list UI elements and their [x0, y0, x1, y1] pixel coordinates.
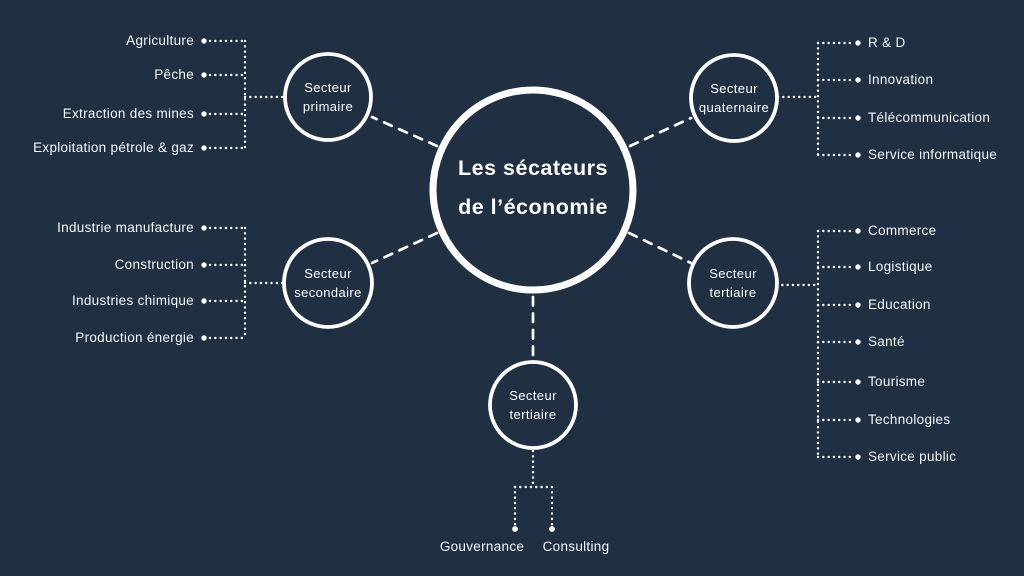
label-line: tertiaire	[709, 285, 757, 300]
label-line: Secteur	[509, 388, 557, 403]
connector-secondaire	[370, 231, 439, 265]
connectors	[370, 115, 693, 360]
bullet	[201, 111, 207, 117]
bullet	[549, 526, 555, 532]
label-line: primaire	[302, 99, 354, 114]
bullet	[855, 115, 861, 121]
bullet	[855, 264, 861, 270]
label-secteur-secondaire: Secteur secondaire	[294, 264, 362, 302]
label-line: tertiaire	[509, 407, 557, 422]
bullet	[201, 72, 207, 78]
item-logistique: Logistique	[868, 259, 933, 274]
connector-tertiaire-right	[627, 231, 693, 265]
bullet	[201, 298, 207, 304]
bullet	[855, 417, 861, 423]
bracket-primaire	[201, 38, 286, 151]
item-service-informatique: Service informatique	[868, 147, 998, 162]
circle-primaire	[283, 52, 373, 142]
connector-primaire	[370, 115, 439, 148]
central-circle	[429, 86, 637, 294]
circle-quaternaire	[689, 53, 779, 143]
bracket-quaternaire	[776, 40, 861, 158]
item-service-public: Service public	[868, 449, 957, 464]
bracket-tertiaire	[775, 228, 861, 460]
item-r-et-d: R & D	[868, 35, 906, 50]
bullet	[855, 339, 861, 345]
label-secteur-primaire: Secteur primaire	[303, 78, 353, 116]
item-education: Education	[868, 297, 931, 312]
bullet	[855, 302, 861, 308]
bullet	[201, 262, 207, 268]
bracket-secondaire	[201, 225, 286, 341]
bracket-tertiaire-bottom	[512, 449, 555, 532]
item-industries-chimique: Industries chimique	[71, 293, 194, 308]
item-agriculture: Agriculture	[126, 33, 194, 48]
item-construction: Construction	[114, 257, 194, 272]
circle-secondaire	[282, 237, 374, 329]
bullet	[855, 152, 861, 158]
label-line: Secteur	[304, 266, 352, 281]
bullet	[201, 38, 207, 44]
item-tourisme: Tourisme	[868, 374, 926, 389]
label-secteur-tertiaire-bottom: Secteur tertiaire	[509, 386, 557, 424]
label-secteur-quaternaire: Secteur quaternaire	[699, 79, 769, 117]
circle-tertiaire-bottom	[488, 360, 578, 450]
bullet	[855, 454, 861, 460]
item-innovation: Innovation	[868, 72, 934, 87]
bullet	[201, 145, 207, 151]
circle-tertiaire	[687, 237, 779, 329]
label-line: Secteur	[710, 81, 758, 96]
bullet	[512, 526, 518, 532]
item-commerce: Commerce	[868, 223, 937, 238]
sector-circles	[282, 52, 779, 450]
label-line: secondaire	[294, 285, 362, 300]
bullet	[855, 40, 861, 46]
item-exploitation-petrole-gaz: Exploitation pétrole & gaz	[33, 140, 194, 155]
item-extraction-des-mines: Extraction des mines	[62, 106, 194, 121]
label-line: Secteur	[304, 80, 352, 95]
item-telecommunication: Télécommunication	[868, 110, 991, 125]
bullet	[855, 228, 861, 234]
item-sante: Santé	[868, 334, 905, 349]
item-gouvernance: Gouvernance	[439, 539, 525, 554]
item-technologies: Technologies	[868, 412, 951, 427]
item-consulting: Consulting	[542, 539, 610, 554]
bullet	[201, 225, 207, 231]
item-production-energie: Production énergie	[75, 330, 194, 345]
bullet	[855, 379, 861, 385]
item-peche: Pêche	[154, 67, 194, 82]
item-industrie-manufacture: Industrie manufacture	[57, 220, 194, 235]
bullet	[855, 77, 861, 83]
diagram-title: Les sécateurs de l’économie	[458, 149, 608, 227]
connector-quaternaire	[628, 116, 693, 148]
bullet	[201, 335, 207, 341]
diagram-title-line1: Les sécateurs	[458, 156, 608, 180]
label-line: quaternaire	[698, 100, 770, 115]
label-secteur-tertiaire: Secteur tertiaire	[709, 264, 757, 302]
label-line: Secteur	[709, 266, 757, 281]
diagram-title-line2: de l’économie	[458, 195, 608, 219]
